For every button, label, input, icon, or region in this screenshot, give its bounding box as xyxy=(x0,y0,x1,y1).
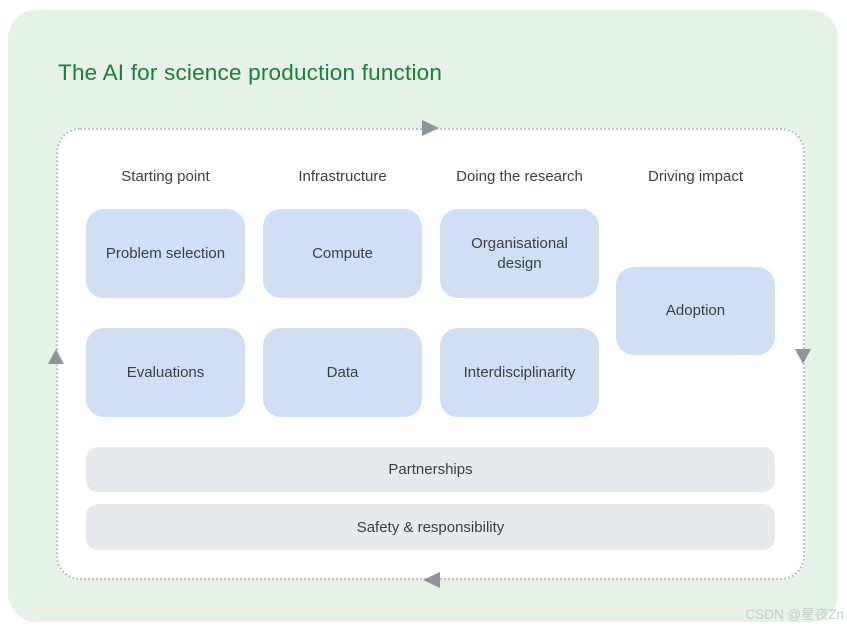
column-header-doing-the-research: Doing the research xyxy=(456,168,583,185)
stage-box-data: Data xyxy=(263,328,422,417)
full-width-bar-safety-responsibility: Safety & responsibility xyxy=(86,504,775,550)
stage-box-adoption: Adoption xyxy=(616,267,775,355)
full-width-bar-partnerships: Partnerships xyxy=(86,447,775,492)
figure-background-card: The AI for science production function S… xyxy=(8,10,838,622)
watermark: CSDN @星夜Zn xyxy=(745,607,844,622)
stage-box-compute: Compute xyxy=(263,209,422,298)
stage-box-organisational-design-label: Organisational design xyxy=(471,234,568,272)
figure-title: The AI for science production function xyxy=(58,60,443,85)
cycle-arrow-left-icon xyxy=(423,572,440,588)
cycle-arrow-up-icon xyxy=(48,349,64,364)
column-header-starting-point: Starting point xyxy=(121,168,210,185)
stage-box-organisational-design: Organisational design xyxy=(440,209,599,298)
cycle-arrow-right-icon xyxy=(422,120,439,136)
stage-box-evaluations: Evaluations xyxy=(86,328,245,417)
stage-box-problem-selection: Problem selection xyxy=(86,209,245,298)
column-header-infrastructure: Infrastructure xyxy=(298,168,387,185)
column-header-driving-impact: Driving impact xyxy=(647,168,744,185)
cycle-arrow-down-icon xyxy=(795,349,811,364)
stage-box-interdisciplinarity: Interdisciplinarity xyxy=(440,328,599,417)
